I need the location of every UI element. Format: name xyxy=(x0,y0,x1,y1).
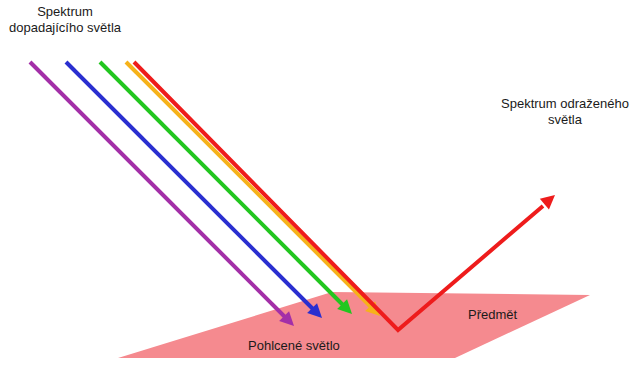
arrow-head xyxy=(540,195,555,209)
object-label: Předmět xyxy=(468,307,517,323)
arrow-head xyxy=(279,311,294,326)
incident-spectrum-label: Spektrum dopadajícího světla xyxy=(2,4,128,36)
incident-ray xyxy=(126,62,371,307)
incident-ray xyxy=(66,62,313,309)
object-plane: Pohlcené světlo Předmět xyxy=(110,288,600,362)
absorbed-light-label: Pohlcené světlo xyxy=(248,338,340,354)
light-ray xyxy=(30,62,294,326)
light-ray xyxy=(126,62,380,316)
incident-ray xyxy=(30,62,285,317)
incident-ray xyxy=(100,62,343,305)
light-ray xyxy=(66,62,322,318)
reflected-spectrum-label: Spektrum odraženého světla xyxy=(500,96,630,128)
light-ray xyxy=(100,62,352,314)
reflected-ray xyxy=(134,62,543,330)
light-ray xyxy=(134,62,555,330)
object-surface xyxy=(110,288,600,362)
arrow-head xyxy=(337,299,352,314)
object-surface-shape xyxy=(118,292,590,358)
arrow-head xyxy=(307,303,322,318)
